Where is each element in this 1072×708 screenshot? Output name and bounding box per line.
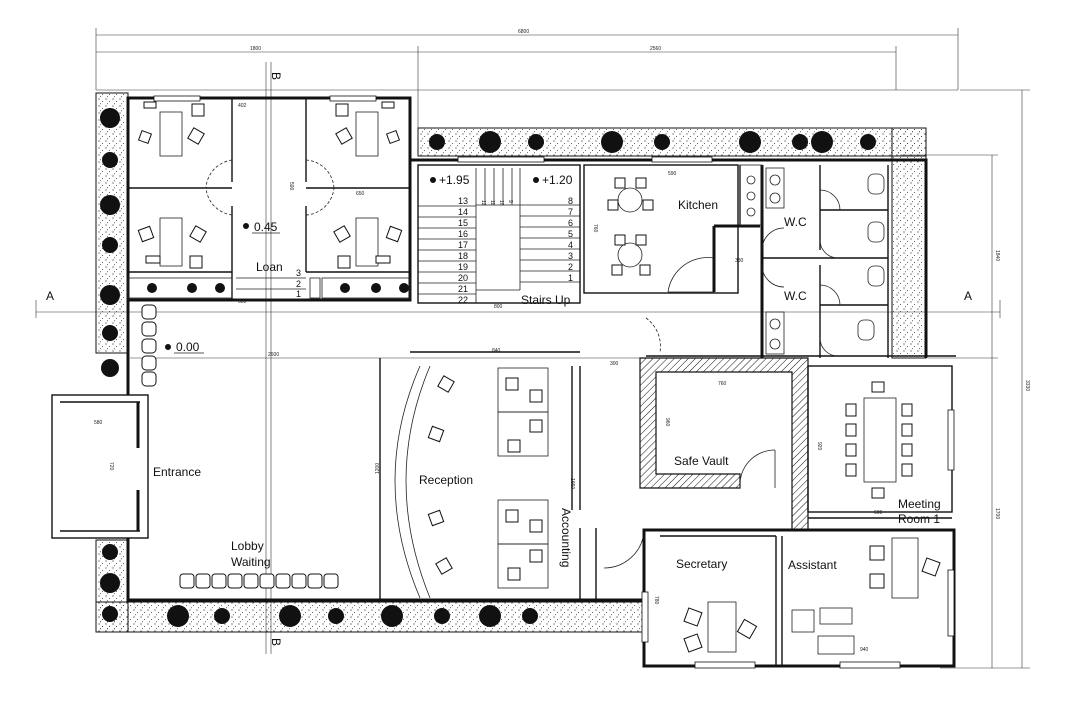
stair-treads [418,168,580,295]
stair-num: 19 [458,262,468,272]
stair-num: 3 [568,251,573,261]
dim-kitchen-height: 760 [592,224,598,233]
dim-reception-height: 1200 [375,463,381,474]
room-label-assistant: Assistant [788,558,837,572]
room-label-wc-bottom: W.C [784,289,807,303]
stair-num: 17 [458,240,468,250]
dim-lobby-width: 2600 [268,352,279,358]
dim-left-width: 1800 [250,46,261,52]
office-furniture [127,101,411,300]
dim-stair-width: 800 [494,304,503,310]
stair-num: 20 [458,273,468,283]
dim-meeting-width: 600 [874,510,883,516]
dim-assistant-width: 940 [860,647,869,653]
loan-step-num: 1 [296,289,301,299]
dim-office-mid: 590 [288,182,294,191]
stair-num: 7 [568,207,573,217]
room-label-reception: Reception [419,473,473,487]
kitchen-furniture [607,164,763,276]
stair-num: 21 [458,284,468,294]
dim-vault-width: 760 [718,381,727,387]
room-label-accounting: Accounting [559,508,573,567]
room-labels: Loan Stairs Up Kitchen W.C W.C Entrance … [153,198,941,572]
room-label-loan: Loan [256,260,283,274]
section-marks: A A B B [46,72,972,646]
room-label-safe-vault: Safe Vault [674,454,729,468]
room-label-secretary: Secretary [676,557,727,571]
dim-wc-corridor: 330 [735,258,744,264]
dim-office-left: 650 [356,191,365,197]
dim-entrance-width: 720 [108,462,114,471]
room-label-kitchen: Kitchen [678,198,718,212]
stair-num: 22 [458,295,468,305]
section-mark-a-right: A [964,289,972,303]
stair-num: 1 [568,273,573,283]
stair-num: 10 [498,200,504,206]
dim-overall-width: 6800 [518,29,529,35]
planter-strips [95,92,927,633]
reception-furniture [427,367,549,589]
stair-num: 12 [480,200,486,206]
walls [51,96,956,668]
level-stair-right: +1.20 [542,173,573,187]
dim-loan-bottom: 600 [238,299,247,305]
level-loan: 0.45 [254,220,278,234]
dimension-lines [35,28,1030,669]
dim-reception-width: 840 [492,348,501,354]
stair-num: 16 [458,229,468,239]
wc-fixtures [765,167,885,355]
room-label-lobby-2: Waiting [231,555,271,569]
room-label-meeting-2: Room 1 [898,512,940,526]
room-label-stairs: Stairs Up [521,293,571,307]
level-markers: 0.45 0.00 +1.95 +1.20 [165,173,573,354]
windows [153,95,955,669]
dim-meeting-height: 920 [816,442,822,451]
level-stair-left: +1.95 [439,173,470,187]
secretary-furniture [683,537,941,655]
stair-num: 5 [568,229,573,239]
stair-num: 15 [458,218,468,228]
level-entrance: 0.00 [176,340,200,354]
dim-right-width: 2560 [650,46,661,52]
section-mark-b-bottom: B [269,638,283,646]
meeting-furniture [845,381,913,499]
room-label-meeting-1: Meeting [898,497,941,511]
dim-right-height-bottom: 1700 [994,508,1000,519]
stair-num: 8 [568,196,573,206]
dim-right-height-top: 1840 [994,250,1000,261]
dim-kitchen-width: 590 [668,171,677,177]
plants [100,108,876,627]
lobby-seats [141,304,339,589]
stair-num: 11 [489,200,495,205]
dim-vault-height: 960 [664,418,670,427]
stair-num: 9 [507,200,513,203]
stair-numbers: 13 14 15 16 17 18 19 20 21 22 8 7 6 5 4 … [296,196,573,305]
stair-num: 18 [458,251,468,261]
dim-office-top: 402 [238,103,247,109]
room-label-wc-top: W.C [784,215,807,229]
stair-num: 2 [568,262,573,272]
dim-corridor: 300 [610,361,619,367]
dim-overall-height: 3330 [1024,380,1030,391]
room-label-entrance: Entrance [153,465,201,479]
loan-step-num: 3 [296,268,301,278]
loan-step-num: 2 [296,279,301,289]
stair-num: 4 [568,240,573,250]
stair-num: 14 [458,207,468,217]
dim-secretary-height: 780 [653,596,659,605]
section-mark-a-left: A [46,289,54,303]
stair-num: 13 [458,196,468,206]
room-label-lobby-1: Lobby [231,539,264,553]
dim-entrance-depth: 580 [94,420,103,426]
stair-num: 6 [568,218,573,228]
section-mark-b-top: B [269,72,283,80]
